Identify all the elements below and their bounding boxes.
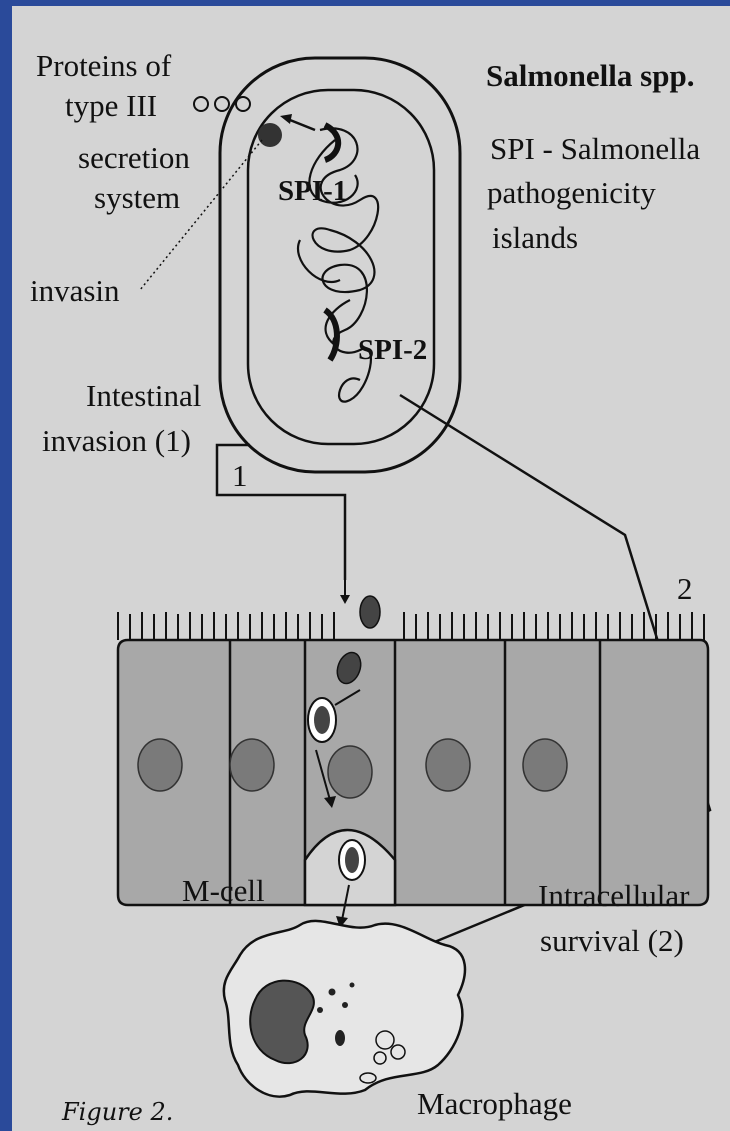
secretion-apparatus-dot (258, 123, 282, 147)
mcell-label: M-cell (182, 875, 265, 908)
spi-label-line2: pathogenicity (487, 177, 656, 210)
proteins-label-line1: Proteins of (36, 50, 171, 83)
bacterium-in-vacuole (314, 706, 330, 734)
protein-circle-2 (215, 97, 229, 111)
salmonella-title: Salmonella spp. (486, 60, 694, 93)
macrophage-label: Macrophage (417, 1088, 572, 1121)
invasion-label-line2: invasion (1) (42, 425, 191, 458)
bacterium-approaching (360, 596, 380, 628)
survival-label-line2: survival (2) (540, 925, 684, 958)
figure-caption: Figure 2. (62, 1100, 173, 1125)
survival-label-line1: Intracellular (538, 880, 689, 913)
epithelium (118, 612, 708, 905)
protein-circle-1 (194, 97, 208, 111)
proteins-label-line3: secretion (78, 142, 190, 175)
invasion-label-line1: Intestinal (86, 380, 201, 413)
spi-label-line1: SPI - Salmonella (490, 133, 700, 166)
invasin-label: invasin (30, 275, 120, 308)
route-1-label: 1 (232, 460, 248, 493)
proteins-label-line4: system (94, 182, 180, 215)
spi2-label: SPI-2 (358, 335, 427, 365)
route-2-label: 2 (677, 573, 693, 606)
protein-circle-3 (236, 97, 250, 111)
spi1-label: SPI-1 (278, 176, 347, 206)
spi-label-line3: islands (492, 222, 578, 255)
proteins-label-line2: type III (65, 90, 157, 123)
